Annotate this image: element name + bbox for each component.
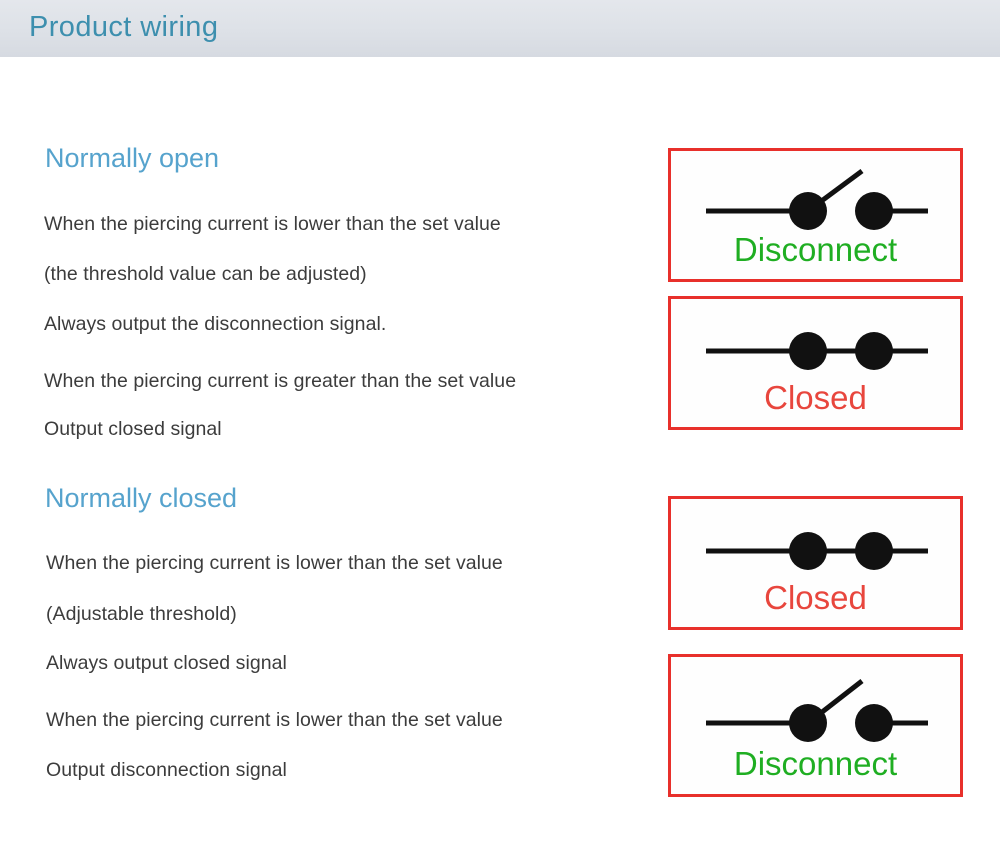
diagram-column: Disconnect Closed Closed	[0, 57, 1000, 846]
normally-open-line-3: Always output the disconnection signal.	[44, 313, 387, 335]
state-label: Closed	[764, 579, 867, 616]
page-header-bar: Product wiring	[0, 0, 1000, 57]
switch-open-icon	[696, 657, 936, 745]
normally-open-line-1: When the piercing current is lower than …	[44, 213, 501, 235]
switch-open-icon	[696, 151, 936, 231]
normally-closed-line-2: (Adjustable threshold)	[46, 603, 237, 625]
state-label: Disconnect	[733, 231, 898, 268]
normally-open-line-2: (the threshold value can be adjusted)	[44, 263, 367, 285]
normally-open-line-4: When the piercing current is greater tha…	[44, 370, 517, 392]
section-heading-normally-open: Normally open	[45, 143, 220, 173]
normally-open-line-5: Output closed signal	[44, 418, 222, 440]
normally-closed-line-3: Always output closed signal	[46, 652, 287, 674]
state-label: Closed	[764, 379, 867, 416]
description-column: Normally open When the piercing current …	[0, 57, 660, 846]
diagram-box-normally-open-low-current: Disconnect	[668, 148, 963, 282]
state-label: Disconnect	[733, 745, 898, 782]
diagram-box-normally-open-high-current: Closed	[668, 296, 963, 430]
normally-closed-line-1: When the piercing current is lower than …	[46, 552, 503, 574]
normally-closed-line-4: When the piercing current is lower than …	[46, 709, 503, 731]
diagram-box-normally-closed-output-disconnect: Disconnect	[668, 654, 963, 797]
switch-closed-icon	[696, 499, 936, 579]
normally-closed-line-5: Output disconnection signal	[46, 759, 287, 781]
page-content: Normally open When the piercing current …	[0, 57, 1000, 846]
diagram-box-normally-closed-low-current: Closed	[668, 496, 963, 630]
section-heading-normally-closed: Normally closed	[45, 483, 238, 513]
page-title: Product wiring	[29, 11, 219, 43]
switch-closed-icon	[696, 299, 936, 379]
